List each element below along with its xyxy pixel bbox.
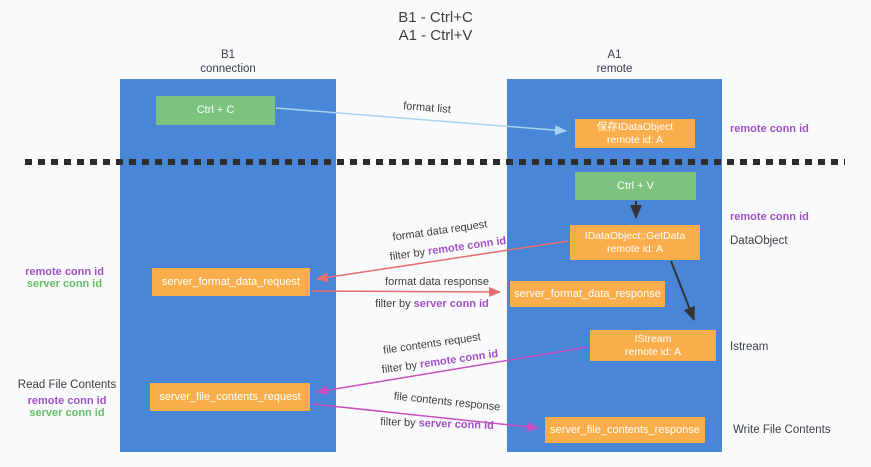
- annotation-left-server-conn-id-1: server conn id: [26, 278, 103, 290]
- filter-by-prefix: filter by: [379, 416, 419, 430]
- annotation-left-server-conn-id-2: server conn id: [29, 407, 105, 419]
- annotation-remote-conn-id-mid: remote conn id: [730, 211, 809, 223]
- label-format-list: format list: [402, 100, 452, 116]
- node-ctrl-c-label: Ctrl + C: [196, 104, 235, 116]
- node-istream-line1: IStream: [634, 332, 672, 345]
- node-server-format-data-request: server_format_data_request: [152, 268, 310, 296]
- annotation-remote-conn-id-top: remote conn id: [730, 123, 809, 135]
- node-getdata-line1: IDataObject::GetData: [584, 229, 686, 242]
- node-format-response-label: server_format_data_response: [514, 287, 661, 300]
- node-save-idataobject-line2: remote id: A: [606, 133, 664, 146]
- filter-remote-conn-id: remote conn id: [419, 347, 499, 371]
- title-line-1: B1 - Ctrl+C: [398, 9, 473, 26]
- filter-server-conn-id: server conn id: [413, 298, 489, 310]
- node-ctrl-v-label: Ctrl + V: [617, 179, 654, 192]
- node-file-request-label: server_file_contents_request: [159, 390, 301, 403]
- lifeline-a1-sub: remote: [596, 62, 633, 75]
- filter-remote-conn-id: remote conn id: [427, 234, 507, 258]
- title-line-2: A1 - Ctrl+V: [398, 27, 473, 44]
- annotation-read-file-contents: Read File Contents: [17, 379, 117, 391]
- label-filter-by-server-2: filter by server conn id: [380, 416, 494, 432]
- annotation-left-remote-conn-id-2: remote conn id: [27, 395, 107, 407]
- filter-by-prefix: filter by: [375, 298, 414, 310]
- node-ctrl-c: Ctrl + C: [156, 96, 275, 125]
- node-save-idataobject: 保存IDataObject remote id: A: [575, 119, 695, 148]
- filter-server-conn-id: server conn id: [418, 417, 495, 432]
- diagram-title: B1 - Ctrl+C A1 - Ctrl+V: [0, 9, 871, 45]
- arrow-format-data-response: [310, 286, 501, 297]
- node-istream-line2: remote id: A: [624, 345, 682, 358]
- node-server-file-contents-request: server_file_contents_request: [150, 383, 310, 411]
- node-ctrl-v: Ctrl + V: [575, 172, 696, 200]
- node-server-file-contents-response: server_file_contents_response: [545, 417, 705, 443]
- lifeline-a1-name: A1: [607, 49, 622, 61]
- node-getdata-line2: remote id: A: [606, 242, 664, 255]
- lifeline-header-a1: A1 remote: [507, 49, 722, 76]
- annotation-write-file-contents: Write File Contents: [733, 424, 831, 436]
- node-save-idataobject-line1: 保存IDataObject: [596, 120, 674, 133]
- lifeline-header-b1: B1 connection: [120, 49, 336, 76]
- node-format-request-label: server_format_data_request: [161, 275, 301, 288]
- node-server-format-data-response: server_format_data_response: [510, 281, 665, 307]
- annotation-left-mid: remote conn id server conn id: [12, 266, 117, 290]
- node-istream: IStream remote id: A: [590, 330, 716, 361]
- label-file-contents-response: file contents response: [393, 390, 501, 414]
- annotation-dataobject: DataObject: [730, 235, 788, 247]
- lifeline-b1-name: B1: [220, 49, 236, 61]
- filter-by-prefix: filter by: [381, 358, 421, 377]
- annotation-istream: Istream: [730, 341, 769, 353]
- node-file-response-label: server_file_contents_response: [550, 423, 700, 436]
- annotation-left-remote-conn-id-1: remote conn id: [25, 266, 104, 278]
- filter-by-prefix: filter by: [389, 245, 429, 264]
- label-format-data-response: format data response: [385, 276, 489, 288]
- node-idataobject-getdata: IDataObject::GetData remote id: A: [570, 225, 700, 260]
- lifeline-b1-sub: connection: [200, 62, 256, 75]
- annotation-left-bottom: Read File Contents remote conn id server…: [12, 379, 122, 419]
- label-filter-by-server-1: filter by server conn id: [375, 298, 489, 310]
- section-separator-dashed-line: [25, 159, 845, 165]
